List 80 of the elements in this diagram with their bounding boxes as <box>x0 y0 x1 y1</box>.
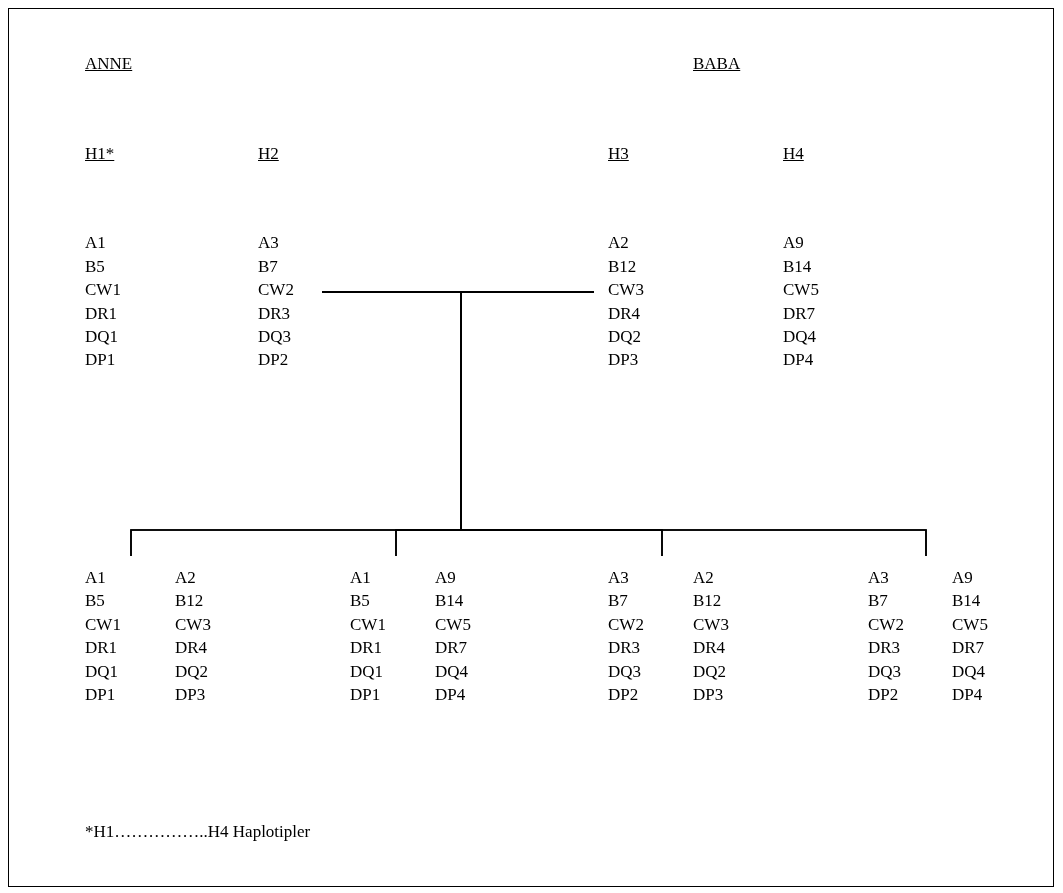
footnote: *H1……………..H4 Haplotipler <box>85 821 311 843</box>
allele-label: A9 <box>952 567 973 589</box>
allele-label: CW2 <box>258 279 294 302</box>
allele-label: DR1 <box>350 637 383 660</box>
allele-label: A3 <box>258 232 279 255</box>
allele-label: DR3 <box>868 637 901 660</box>
allele-label: CW1 <box>85 279 121 302</box>
allele-label: DQ3 <box>868 660 902 683</box>
allele-label: B7 <box>868 590 888 613</box>
allele-label: DP1 <box>85 349 116 372</box>
allele-label: DR3 <box>258 302 291 325</box>
allele-label: A2 <box>175 567 196 589</box>
allele-label: DQ1 <box>85 326 119 348</box>
allele-label: DP2 <box>258 349 289 372</box>
allele-label: A2 <box>693 567 714 589</box>
haplotype-heading: H2 <box>258 143 279 165</box>
allele-label: CW1 <box>350 613 386 636</box>
pedigree-line <box>460 291 927 557</box>
allele-label: CW5 <box>952 613 988 636</box>
allele-label: CW1 <box>85 613 121 636</box>
allele-label: DR4 <box>175 637 208 660</box>
allele-label: DQ2 <box>175 660 209 683</box>
parent-heading: ANNE <box>85 53 134 75</box>
allele-label: CW3 <box>608 279 644 302</box>
allele-label: DR1 <box>85 302 118 325</box>
allele-label: CW3 <box>693 613 729 636</box>
allele-label: CW5 <box>783 279 819 302</box>
allele-label: CW5 <box>435 613 471 636</box>
allele-label: A2 <box>608 232 629 255</box>
allele-label: DP4 <box>952 684 983 707</box>
allele-label: B14 <box>435 590 464 613</box>
allele-label: A3 <box>868 567 889 589</box>
allele-label: DQ3 <box>608 660 642 683</box>
haplotype-heading: H3 <box>608 143 629 165</box>
allele-label: DR4 <box>608 302 641 325</box>
allele-label: CW3 <box>175 613 211 636</box>
allele-label: DP4 <box>435 684 466 707</box>
allele-label: DQ4 <box>952 660 986 683</box>
parent-heading: BABA <box>693 53 741 75</box>
allele-label: DP3 <box>175 684 206 707</box>
allele-label: B14 <box>952 590 981 613</box>
allele-label: DP1 <box>85 684 116 707</box>
allele-label: DR7 <box>783 302 816 325</box>
haplotype-heading: H1* <box>85 143 115 165</box>
allele-label: DR3 <box>608 637 641 660</box>
allele-label: DQ1 <box>85 660 119 683</box>
allele-label: B12 <box>693 590 722 613</box>
allele-label: DP4 <box>783 349 814 372</box>
allele-label: DP1 <box>350 684 381 707</box>
allele-label: DP2 <box>608 684 639 707</box>
allele-label: DR1 <box>85 637 118 660</box>
allele-label: A9 <box>783 232 804 255</box>
allele-label: DQ1 <box>350 660 384 683</box>
allele-label: B5 <box>350 590 370 613</box>
allele-label: CW2 <box>608 613 644 636</box>
allele-label: B7 <box>258 255 278 278</box>
allele-label: DR4 <box>693 637 726 660</box>
allele-label: DQ4 <box>783 326 817 348</box>
allele-label: DP2 <box>868 684 899 707</box>
allele-label: DQ2 <box>608 326 642 348</box>
allele-label: B5 <box>85 590 105 613</box>
allele-label: DR7 <box>435 637 468 660</box>
allele-label: CW2 <box>868 613 904 636</box>
haplotype-heading: H4 <box>783 143 804 165</box>
allele-label: A9 <box>435 567 456 589</box>
allele-label: B5 <box>85 255 105 278</box>
allele-label: B14 <box>783 255 812 278</box>
allele-label: DP3 <box>608 349 639 372</box>
allele-label: DQ2 <box>693 660 727 683</box>
allele-label: DQ3 <box>258 326 292 348</box>
allele-label: A1 <box>350 567 371 589</box>
allele-label: A3 <box>608 567 629 589</box>
allele-label: B12 <box>175 590 204 613</box>
allele-label: DP3 <box>693 684 724 707</box>
allele-label: DQ4 <box>435 660 469 683</box>
allele-label: A1 <box>85 232 106 255</box>
allele-label: A1 <box>85 567 106 589</box>
allele-label: B12 <box>608 255 637 278</box>
allele-label: B7 <box>608 590 628 613</box>
allele-label: DR7 <box>952 637 985 660</box>
